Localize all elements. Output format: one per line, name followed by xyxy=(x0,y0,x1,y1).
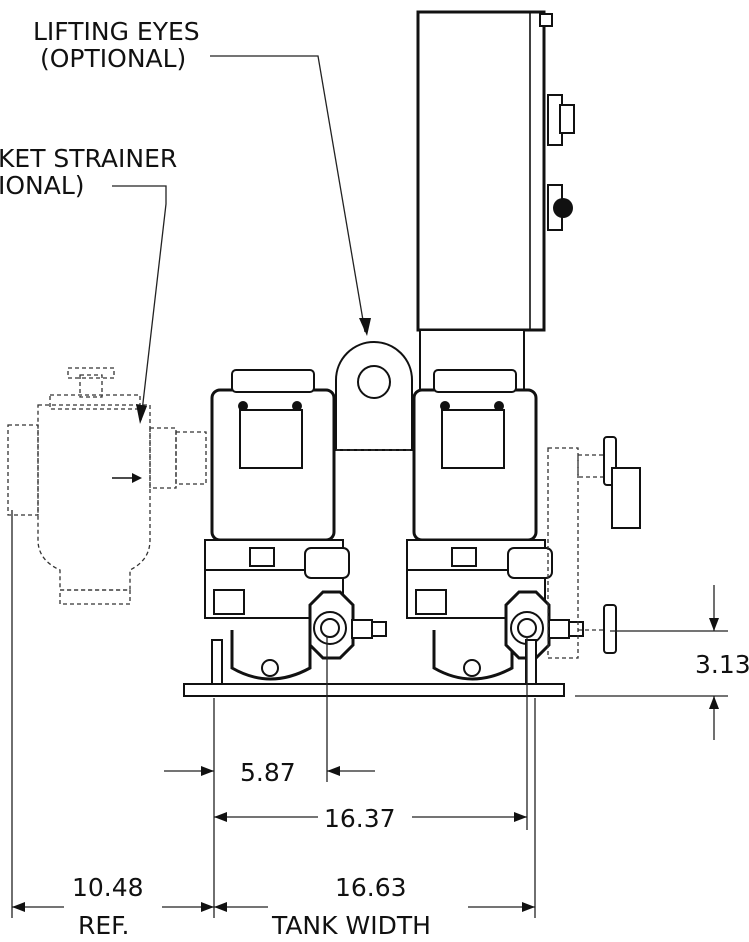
lifting-eyes-label-line1: LIFTING EYES xyxy=(33,17,200,46)
dimension-offset: 5.87 xyxy=(240,758,296,787)
pump-left xyxy=(204,369,344,681)
callout-leaders xyxy=(112,55,371,424)
dimension-pipe-height: 3.13 xyxy=(695,650,749,679)
dimension-lines xyxy=(11,510,728,918)
dimension-strainer-ref-label: REF. xyxy=(78,911,129,940)
dimension-port-spacing: 16.37 xyxy=(324,804,396,833)
discharge-valve-right xyxy=(504,547,584,660)
strainer-label-line1: KET STRAINER xyxy=(0,144,177,173)
base-skid xyxy=(183,639,565,697)
discharge-valve-left xyxy=(304,547,387,660)
lifting-eye xyxy=(335,341,413,451)
lifting-eyes-label-line2: (OPTIONAL) xyxy=(40,44,186,73)
strainer-label-line2: IONAL) xyxy=(0,171,85,200)
dimension-strainer-ref-value: 10.48 xyxy=(72,873,144,902)
discharge-manifold xyxy=(547,436,641,659)
dimension-tank-width-value: 16.63 xyxy=(335,873,407,902)
control-panel xyxy=(416,10,575,393)
dimension-tank-width-label: TANK WIDTH xyxy=(271,911,431,940)
basket-strainer xyxy=(7,367,207,605)
